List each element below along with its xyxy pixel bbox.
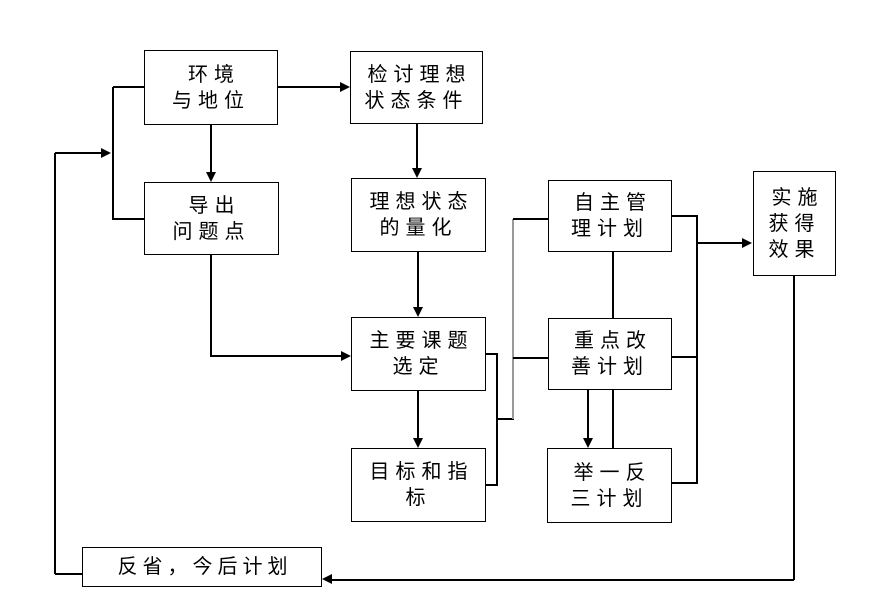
node-goals-indicators: 目标和指 标 — [351, 448, 486, 522]
node-implementation-effect-label: 实施 获得 效果 — [768, 186, 824, 261]
node-derive-problems: 导出 问题点 — [144, 182, 279, 255]
node-environment-position: 环境 与地位 — [144, 50, 278, 125]
node-self-management-plan: 自主管 理计划 — [548, 180, 672, 252]
edge-review-to-quantify — [416, 124, 418, 170]
edge-reflect-feedback-top — [55, 152, 102, 154]
edge-topic-to-target — [417, 391, 419, 440]
node-key-improvement-plan-label: 重点改 善计划 — [571, 330, 652, 378]
connector-bus-to-keyimprove — [513, 357, 548, 359]
connector-selfmgmt-to-keyimprove — [612, 252, 614, 318]
edge-derive-to-topic-horizontal — [210, 355, 343, 357]
node-reflection-future-plan-label: 反省，今后计划 — [117, 556, 293, 578]
node-environment-position-label: 环境 与地位 — [172, 63, 250, 112]
edge-keyimprove-to-extend — [587, 390, 589, 440]
node-key-improvement-plan: 重点改 善计划 — [548, 318, 672, 390]
connector-left-vertical — [112, 87, 114, 220]
connector-bus-to-selfmgmt — [513, 218, 548, 220]
connector-mid-vertical — [496, 353, 498, 485]
node-self-management-plan-label: 自主管 理计划 — [571, 192, 652, 240]
arrowhead-derive-to-topic — [341, 351, 351, 361]
node-extend-plan-label: 举一反 三计划 — [570, 461, 652, 510]
arrowhead-effect-to-reflect — [322, 574, 332, 584]
connector-target-right — [486, 484, 498, 486]
edge-quantify-to-topic — [417, 252, 419, 309]
connector-keyimprove-to-rightbus — [672, 356, 698, 358]
node-quantify-ideal-state-label: 理想状态 的量化 — [369, 191, 474, 239]
node-extend-plan: 举一反 三计划 — [547, 448, 672, 523]
connector-left-to-env — [113, 86, 145, 88]
edge-env-to-review — [278, 86, 343, 88]
arrowhead-topic-to-target — [413, 438, 423, 448]
connector-extend-to-rightbus — [672, 482, 698, 484]
edge-bus-to-effect — [697, 242, 743, 244]
connector-selfmgmt-to-rightbus — [672, 215, 698, 217]
edge-effect-to-reflect-horizontal — [330, 579, 794, 581]
arrowhead-reflect-feedback — [101, 148, 111, 158]
edge-reflect-feedback-bottom — [55, 573, 82, 575]
connector-left-to-derive — [113, 218, 145, 220]
connector-keyimprove-to-extend-plain — [612, 390, 614, 448]
arrowhead-env-to-review — [340, 82, 350, 92]
node-reflection-future-plan: 反省，今后计划 — [82, 547, 322, 587]
node-derive-problems-label: 导出 问题点 — [172, 194, 251, 243]
connector-mid-to-bus — [497, 418, 514, 420]
arrowhead-keyimprove-to-extend — [583, 438, 593, 448]
arrowhead-review-to-quantify — [412, 168, 422, 178]
node-main-topic-selection-label: 主要课题 选定 — [369, 330, 474, 378]
edge-env-to-derive — [210, 125, 212, 175]
arrowhead-quantify-to-topic — [413, 307, 423, 317]
node-implementation-effect: 实施 获得 效果 — [753, 171, 836, 276]
node-quantify-ideal-state: 理想状态 的量化 — [351, 178, 486, 252]
node-review-ideal-conditions: 检讨理想 状态条件 — [350, 51, 483, 124]
node-review-ideal-conditions-label: 检讨理想 状态条件 — [364, 63, 472, 112]
arrowhead-bus-to-effect — [742, 238, 752, 248]
node-goals-indicators-label: 目标和指 标 — [369, 461, 474, 509]
connector-gray-bus — [512, 219, 514, 419]
edge-reflect-feedback-vertical — [54, 153, 56, 574]
connector-topic-right — [486, 353, 498, 355]
node-main-topic-selection: 主要课题 选定 — [351, 317, 486, 391]
edge-effect-to-reflect-vertical — [793, 276, 795, 580]
connector-right-bus-vertical — [696, 215, 698, 484]
edge-derive-to-topic-vertical — [210, 255, 212, 356]
arrowhead-env-to-derive — [206, 172, 216, 182]
